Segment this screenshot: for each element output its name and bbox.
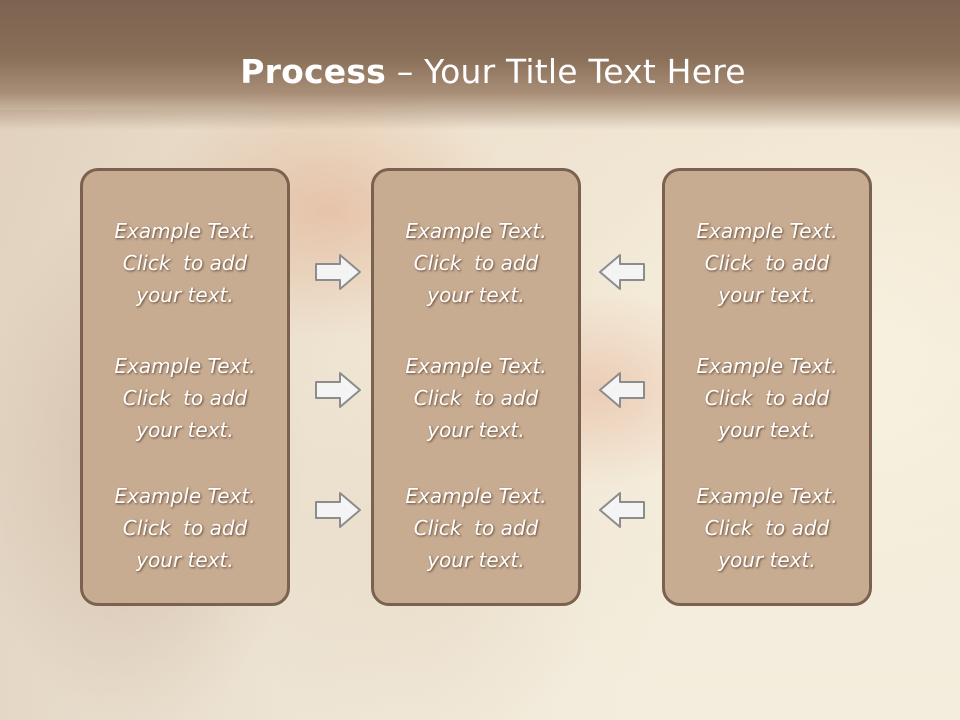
text-line: your text. — [427, 283, 525, 307]
text-placeholder[interactable]: Example Text. Click to add your text. — [83, 350, 287, 446]
text-line: Example Text. — [405, 484, 547, 508]
text-line: your text. — [718, 283, 816, 307]
text-placeholder[interactable]: Example Text. Click to add your text. — [665, 480, 869, 576]
text-placeholder[interactable]: Example Text. Click to add your text. — [665, 350, 869, 446]
process-box-center[interactable]: Example Text. Click to add your text. Ex… — [371, 168, 581, 606]
arrow-left-icon — [599, 254, 645, 290]
arrow-right-icon — [315, 492, 361, 528]
text-line: Example Text. — [405, 354, 547, 378]
text-line: Example Text. — [696, 354, 838, 378]
slide-title[interactable]: Process – Your Title Text Here — [0, 52, 960, 91]
text-line: Click to add — [413, 516, 539, 540]
text-line: your text. — [136, 548, 234, 572]
text-placeholder[interactable]: Example Text. Click to add your text. — [665, 215, 869, 311]
arrow-right-icon — [315, 372, 361, 408]
text-line: Example Text. — [114, 354, 256, 378]
text-line: your text. — [136, 418, 234, 442]
text-placeholder[interactable]: Example Text. Click to add your text. — [83, 480, 287, 576]
text-placeholder[interactable]: Example Text. Click to add your text. — [83, 215, 287, 311]
text-line: Click to add — [704, 516, 830, 540]
text-line: Example Text. — [114, 219, 256, 243]
text-line: Click to add — [122, 251, 248, 275]
text-line: your text. — [718, 418, 816, 442]
title-rest: – Your Title Text Here — [386, 52, 746, 91]
text-line: your text. — [427, 418, 525, 442]
text-line: Click to add — [413, 386, 539, 410]
text-line: Click to add — [122, 386, 248, 410]
text-line: your text. — [718, 548, 816, 572]
text-line: Example Text. — [405, 219, 547, 243]
arrow-left-icon — [599, 372, 645, 408]
text-line: Click to add — [704, 386, 830, 410]
text-line: Click to add — [413, 251, 539, 275]
text-line: Click to add — [122, 516, 248, 540]
text-placeholder[interactable]: Example Text. Click to add your text. — [374, 215, 578, 311]
text-line: Click to add — [704, 251, 830, 275]
text-line: Example Text. — [114, 484, 256, 508]
text-placeholder[interactable]: Example Text. Click to add your text. — [374, 480, 578, 576]
text-placeholder[interactable]: Example Text. Click to add your text. — [374, 350, 578, 446]
text-line: your text. — [136, 283, 234, 307]
text-line: your text. — [427, 548, 525, 572]
process-box-left[interactable]: Example Text. Click to add your text. Ex… — [80, 168, 290, 606]
text-line: Example Text. — [696, 484, 838, 508]
title-bold: Process — [240, 52, 387, 91]
text-line: Example Text. — [696, 219, 838, 243]
arrow-left-icon — [599, 492, 645, 528]
arrow-right-icon — [315, 254, 361, 290]
title-bar — [0, 0, 960, 130]
process-box-right[interactable]: Example Text. Click to add your text. Ex… — [662, 168, 872, 606]
